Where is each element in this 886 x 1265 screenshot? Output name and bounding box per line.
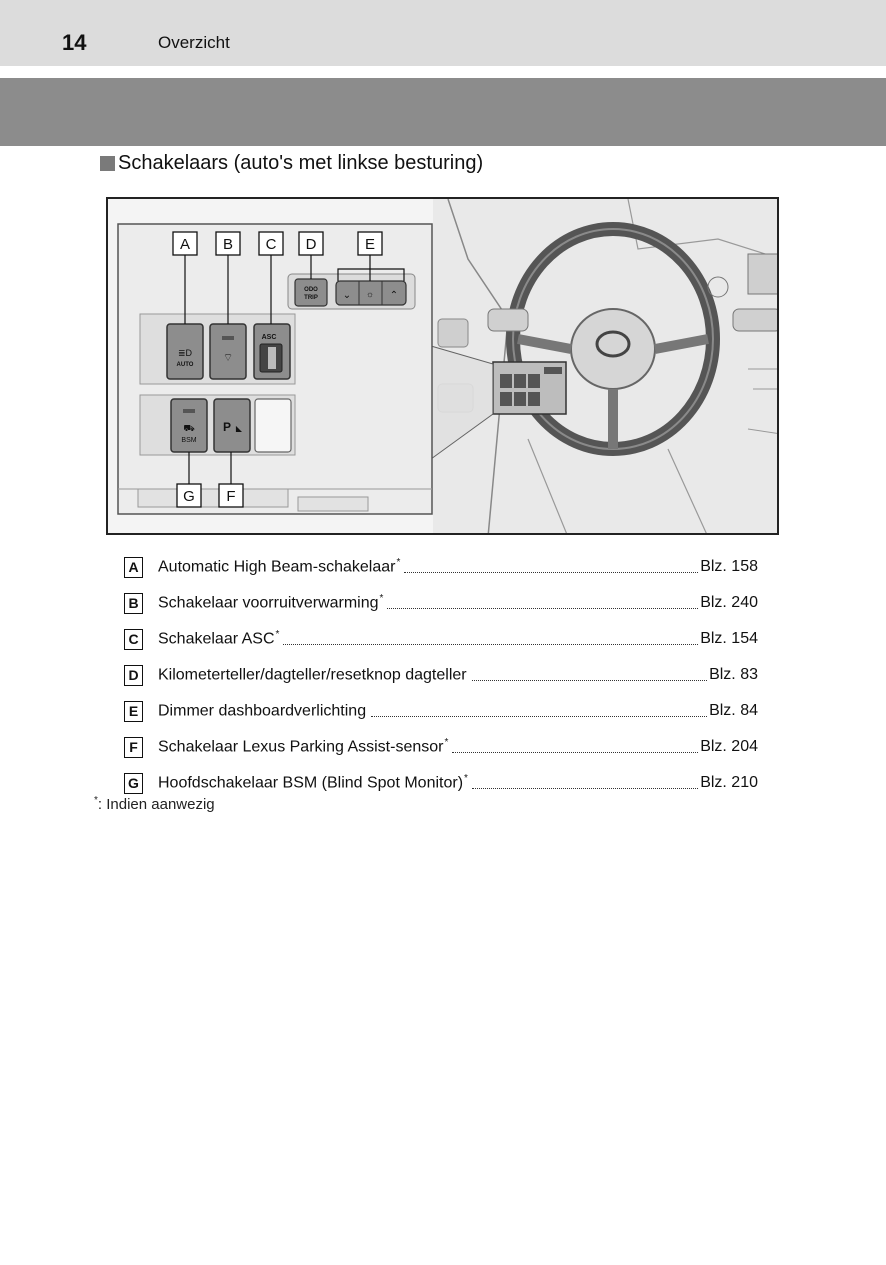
dot-leader (283, 632, 699, 645)
switch-panel-closeup: ≣D AUTO ⌔ ASC ⛟ BSM P ◣ ODO (117, 223, 433, 515)
auto-headlight-icon: ≣D (178, 348, 193, 358)
svg-text:G: G (183, 488, 195, 505)
list-item: B Schakelaar voorruitverwarming* Blz. 24… (124, 585, 758, 621)
dot-leader (387, 596, 699, 609)
parking-sensor-icon: ◣ (236, 424, 243, 433)
odo-button-label: ODO (304, 287, 318, 293)
dot-leader (471, 776, 699, 789)
item-letter-badge: G (124, 772, 143, 794)
park-button-label: P (223, 420, 231, 434)
item-page-ref[interactable]: Blz. 158 (700, 558, 758, 575)
asc-button-label: ASC (262, 334, 277, 341)
list-item: C Schakelaar ASC* Blz. 154 (124, 621, 758, 657)
list-item: D Kilometerteller/dagteller/resetknop da… (124, 657, 758, 693)
svg-text:D: D (306, 236, 317, 253)
item-asterisk: * (444, 737, 449, 749)
item-letter-badge: B (124, 592, 143, 614)
item-asterisk: * (396, 557, 401, 569)
square-bullet-icon (100, 156, 115, 171)
callout-a: A (172, 231, 198, 256)
chevron-down-icon: ⌄ (343, 290, 351, 301)
item-label: Schakelaar voorruitverwarming* (158, 593, 384, 612)
item-page-ref[interactable]: Blz. 210 (700, 774, 758, 791)
item-label: Automatic High Beam-schakelaar* (158, 557, 401, 576)
item-page-ref[interactable]: Blz. 240 (700, 594, 758, 611)
dot-leader (371, 704, 708, 717)
item-page-ref[interactable]: Blz. 204 (700, 738, 758, 755)
item-asterisk: * (275, 629, 280, 641)
item-letter-badge: E (124, 700, 143, 722)
bsm-button-label: BSM (181, 437, 196, 444)
svg-text:A: A (180, 236, 190, 253)
bsm-car-icon: ⛟ (183, 423, 194, 433)
svg-text:C: C (266, 236, 277, 253)
switch-list: A Automatic High Beam-schakelaar* Blz. 1… (124, 549, 758, 801)
chevron-up-icon: ⌃ (390, 290, 398, 301)
callout-d: D (298, 231, 324, 256)
section-heading-text: Schakelaars (auto's met linkse besturing… (118, 152, 484, 174)
list-item: E Dimmer dashboardverlichting Blz. 84 (124, 693, 758, 729)
page-header (0, 0, 886, 66)
svg-text:F: F (226, 488, 235, 505)
item-page-ref[interactable]: Blz. 83 (709, 666, 758, 683)
auto-button-label: AUTO (177, 362, 194, 368)
dashboard-drawing (430, 199, 777, 533)
section-heading: Schakelaars (auto's met linkse besturing… (100, 152, 483, 175)
dot-leader (404, 560, 699, 573)
switch-illustration: ≣D AUTO ⌔ ASC ⛟ BSM P ◣ ODO (106, 197, 779, 535)
trip-button-label: TRIP (304, 295, 318, 301)
defroster-icon: ⌔ (223, 352, 233, 364)
svg-text:E: E (365, 236, 375, 253)
callout-c: C (258, 231, 284, 256)
dimmer-icon: ☼ (366, 289, 374, 299)
item-label: Schakelaar ASC* (158, 629, 280, 648)
item-page-ref[interactable]: Blz. 154 (700, 630, 758, 647)
illustration-svg: ≣D AUTO ⌔ ASC ⛟ BSM P ◣ ODO (117, 199, 777, 533)
item-letter-badge: C (124, 628, 143, 650)
item-label: Dimmer dashboardverlichting (158, 702, 367, 720)
list-item: A Automatic High Beam-schakelaar* Blz. 1… (124, 549, 758, 585)
item-asterisk: * (379, 593, 384, 605)
callout-b: B (215, 231, 241, 256)
chapter-band (0, 78, 886, 146)
item-letter-badge: A (124, 556, 143, 578)
dot-leader (471, 668, 708, 681)
dot-leader (452, 740, 699, 753)
item-letter-badge: D (124, 664, 143, 686)
svg-text:B: B (223, 236, 233, 253)
list-item: G Hoofdschakelaar BSM (Blind Spot Monito… (124, 765, 758, 801)
item-label: Schakelaar Lexus Parking Assist-sensor* (158, 737, 449, 756)
footnote: *: Indien aanwezig (94, 795, 215, 813)
callout-f: F (218, 483, 244, 508)
item-asterisk: * (464, 773, 468, 785)
item-label: Kilometerteller/dagteller/resetknop dagt… (158, 666, 467, 684)
callout-e: E (357, 231, 383, 256)
chapter-title: Overzicht (158, 33, 230, 52)
list-item: F Schakelaar Lexus Parking Assist-sensor… (124, 729, 758, 765)
page-number: 14 (62, 30, 87, 55)
item-letter-badge: F (124, 736, 143, 758)
item-label: Hoofdschakelaar BSM (Blind Spot Monitor)… (158, 773, 468, 792)
callout-g: G (176, 483, 202, 508)
item-page-ref[interactable]: Blz. 84 (709, 702, 758, 719)
footnote-marker: * (94, 795, 98, 806)
footnote-text: : Indien aanwezig (97, 796, 215, 813)
